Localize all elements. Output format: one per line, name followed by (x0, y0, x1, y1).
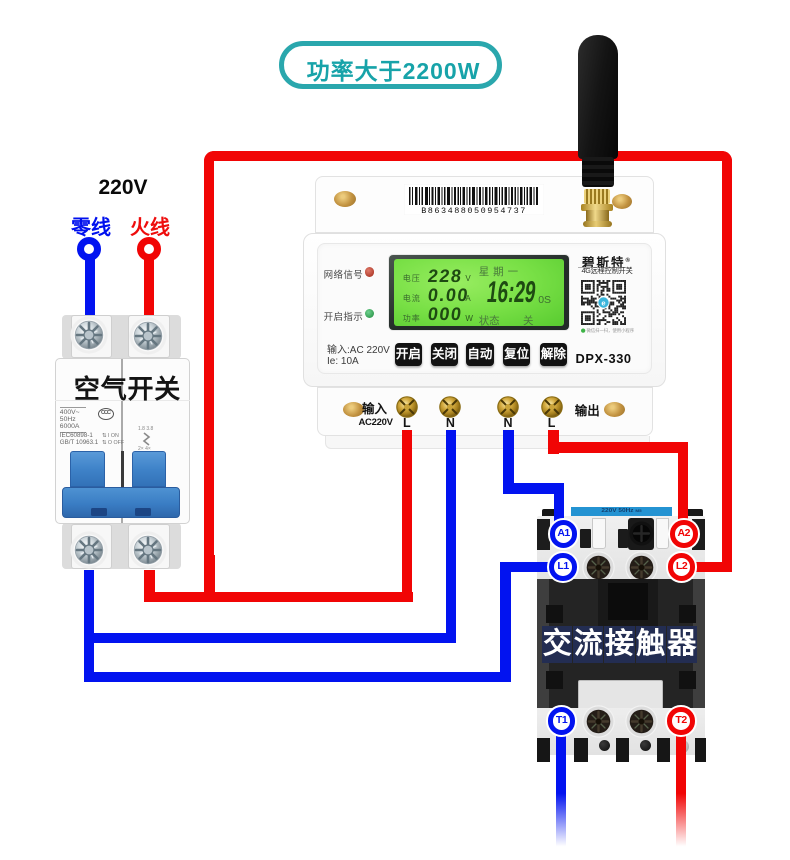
svg-text:1.8 3.8: 1.8 3.8 (138, 426, 154, 432)
svg-text:B863488050954737: B863488050954737 (421, 206, 527, 215)
svg-text:2× 4×: 2× 4× (138, 446, 151, 452)
